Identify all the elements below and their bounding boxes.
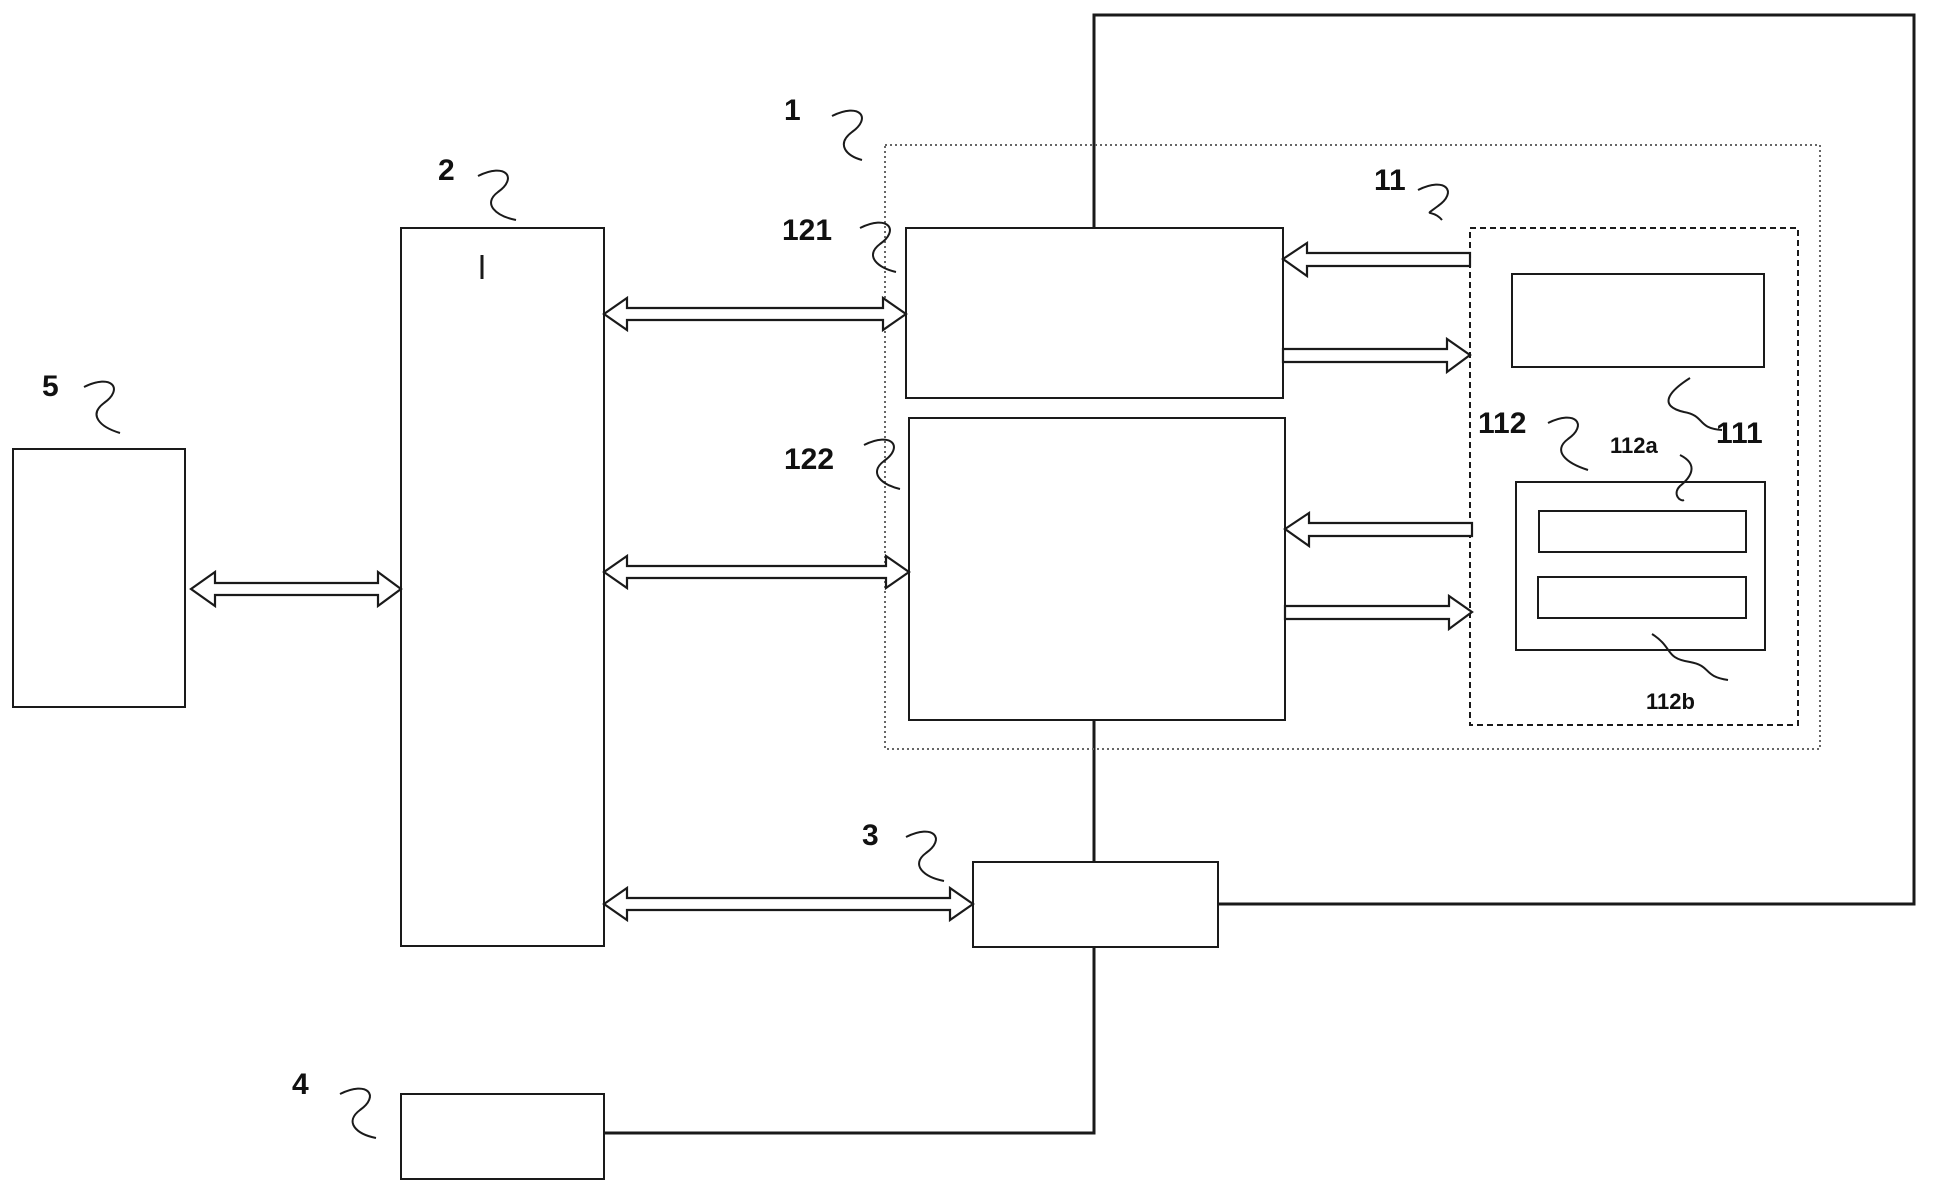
label-3: 3: [862, 819, 879, 852]
leader-5: [83, 380, 121, 434]
block-122: [908, 417, 1286, 721]
arrow-2-3: [602, 885, 975, 923]
label-4: 4: [292, 1068, 309, 1101]
leader-112a: [1675, 454, 1693, 502]
block-112b: [1537, 576, 1747, 619]
label-5: 5: [42, 370, 59, 403]
label-121: 121: [782, 214, 832, 247]
leader-2: [477, 169, 517, 221]
block-3: [972, 861, 1219, 948]
leader-122: [863, 438, 901, 490]
leader-112b: [1651, 633, 1729, 681]
block-112a: [1538, 510, 1747, 553]
block-2: [400, 227, 605, 947]
leader-11: [1417, 183, 1449, 221]
arrow-11-to-122: [1283, 510, 1474, 549]
arrow-121-to-11: [1281, 336, 1472, 375]
block-112: [1515, 481, 1766, 651]
arrow-122-to-11: [1283, 593, 1474, 632]
module-1-boundary: [884, 144, 1821, 750]
arrow-11-to-121: [1281, 240, 1472, 279]
label-112a: 112a: [1610, 433, 1658, 458]
leader-121: [859, 221, 897, 273]
block-5: [12, 448, 186, 708]
module-11-boundary: [1469, 227, 1799, 726]
label-1: 1: [784, 94, 801, 127]
arrow-5-2: [189, 569, 403, 609]
arrow-2-121: [602, 295, 908, 333]
leader-1: [831, 109, 863, 161]
wire-3-to-4: [603, 947, 1096, 1135]
label-112b: 112b: [1646, 689, 1695, 714]
label-2: 2: [438, 154, 455, 187]
block-111: [1511, 273, 1765, 368]
leader-3: [905, 830, 945, 882]
arrow-2-122: [602, 553, 911, 591]
block-4: [400, 1093, 605, 1180]
leader-4: [339, 1087, 377, 1139]
block-121: [905, 227, 1284, 399]
label-11: 11: [1374, 164, 1406, 197]
label-111: 111: [1716, 417, 1763, 450]
wire-121-to-3-loop: [1092, 13, 1916, 906]
leader-111: [1667, 377, 1723, 431]
label-122: 122: [784, 443, 834, 476]
label-112: 112: [1478, 407, 1526, 440]
leader-112: [1547, 416, 1589, 471]
